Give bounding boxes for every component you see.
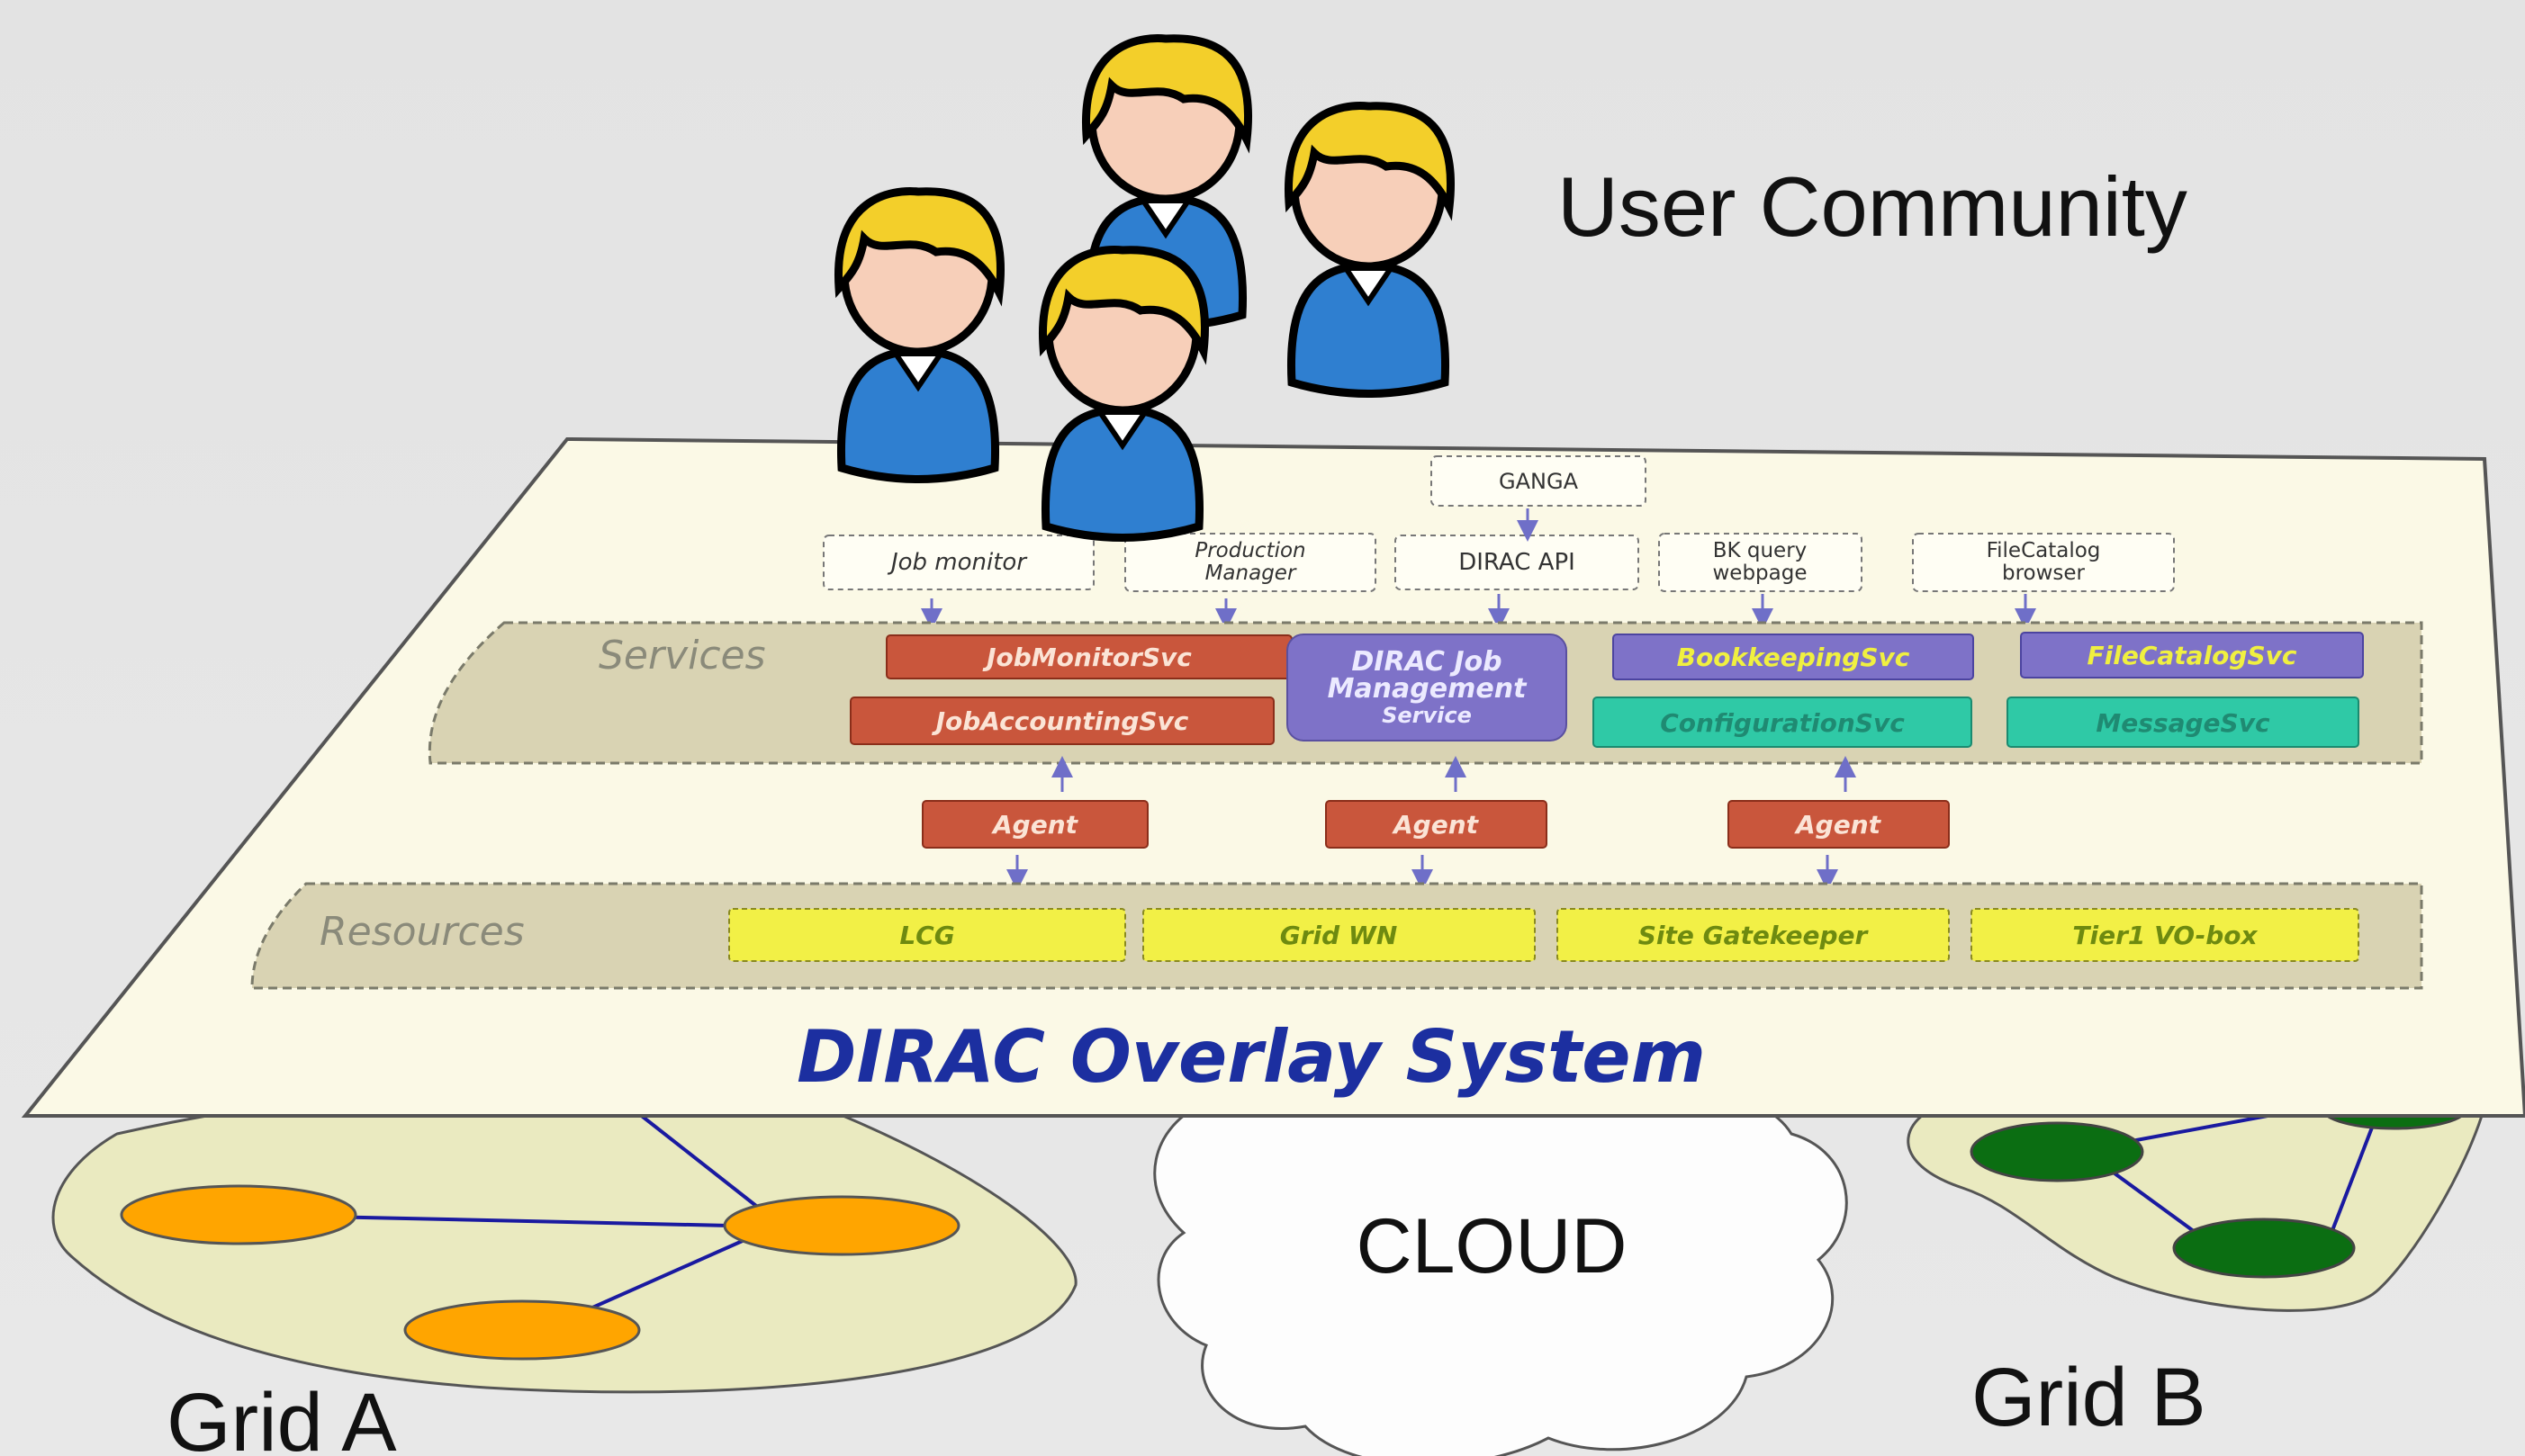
bk-query-box: BK query webpage (1658, 533, 1862, 592)
dirac-wms-label-2: Management (1328, 673, 1528, 705)
filecatalog-browser-label-1: FileCatalog (1987, 539, 2101, 562)
grid-a-network (51, 1083, 1078, 1394)
lcg-label: LCG (899, 921, 954, 950)
configuration-svc: ConfigurationSvc (1592, 697, 1972, 748)
agent-box-2: Agent (1325, 800, 1547, 849)
grid-a-edge (628, 1105, 758, 1208)
grid-wn-box: Grid WN (1142, 908, 1536, 962)
dirac-api-box: DIRAC API (1394, 535, 1639, 590)
filecatalog-svc-label: FileCatalogSvc (2088, 641, 2297, 670)
cloud-label: CLOUD (1356, 1203, 1627, 1290)
bk-query-label-1: BK query (1713, 539, 1808, 562)
site-gatekeeper-box: Site Gatekeeper (1556, 908, 1950, 962)
client-arrows (921, 508, 2036, 630)
services-label: Services (599, 633, 766, 679)
job-monitor-label: Job monitor (887, 549, 1028, 576)
grid-a-node (120, 1184, 357, 1245)
agent-box-1: Agent (922, 800, 1149, 849)
agent-arrows (1006, 756, 1856, 891)
job-monitor-svc: JobMonitorSvc (886, 634, 1293, 679)
grid-b-node (2172, 1218, 2356, 1279)
grid-wn-label: Grid WN (1280, 921, 1398, 950)
production-manager-label-1: Production (1195, 539, 1305, 562)
dirac-api-label: DIRAC API (1458, 549, 1575, 576)
overlay-title: DIRAC Overlay System (797, 1015, 1706, 1099)
bookkeeping-svc-label: BookkeepingSvc (1677, 643, 1910, 672)
resources-layer: Resources LCG Grid WN Site Gatekeeper Ti… (250, 882, 2423, 990)
job-accounting-svc: JobAccountingSvc (850, 697, 1275, 745)
user-community-label: User Community (1557, 159, 2187, 254)
agents-row: Agent Agent Agent (922, 800, 1950, 849)
configuration-svc-label: ConfigurationSvc (1660, 708, 1905, 738)
job-accounting-svc-label: JobAccountingSvc (932, 706, 1189, 736)
site-gatekeeper-label: Site Gatekeeper (1638, 921, 1870, 950)
production-manager-label-2: Manager (1205, 562, 1297, 585)
message-svc-label: MessageSvc (2096, 708, 2270, 738)
dirac-wms-label-3: Service (1382, 703, 1472, 728)
grid-b-edge (2330, 1115, 2378, 1234)
ganga-label: GANGA (1499, 469, 1579, 494)
clients-row: GANGA Job monitor Production Manager DIR… (823, 455, 2175, 592)
grid-b-network (1907, 1083, 2486, 1312)
job-monitor-box: Job monitor (823, 535, 1095, 590)
ganga-box: GANGA (1430, 455, 1646, 507)
agent-box-3: Agent (1727, 800, 1950, 849)
services-layer: Services JobMonitorSvc JobAccountingSvc … (428, 621, 2423, 765)
filecatalog-browser-label-2: browser (2002, 562, 2086, 585)
job-monitor-svc-label: JobMonitorSvc (982, 643, 1192, 672)
bk-query-label-2: webpage (1712, 562, 1807, 585)
agent-label-1: Agent (991, 810, 1079, 840)
message-svc: MessageSvc (2006, 697, 2359, 748)
grid-b-node (1970, 1121, 2144, 1182)
tier1-vobox-label: Tier1 VO-box (2072, 921, 2258, 950)
lcg-box: LCG (728, 908, 1126, 962)
agent-label-2: Agent (1392, 810, 1480, 840)
grid-a-node (403, 1299, 641, 1361)
production-manager-box: Production Manager (1124, 533, 1376, 592)
dirac-wms-label-1: DIRAC Job (1351, 646, 1501, 678)
dirac-wms: DIRAC Job Management Service (1286, 634, 1567, 741)
grid-b-label: Grid B (1971, 1352, 2206, 1443)
filecatalog-svc: FileCatalogSvc (2020, 632, 2364, 679)
bookkeeping-svc: BookkeepingSvc (1612, 634, 1974, 680)
tier1-vobox-box: Tier1 VO-box (1970, 908, 2359, 962)
agent-label-3: Agent (1794, 810, 1882, 840)
grid-a-node (723, 1195, 960, 1256)
filecatalog-browser-box: FileCatalog browser (1912, 533, 2175, 592)
resources-label: Resources (320, 909, 525, 955)
grid-a-label: Grid A (167, 1377, 397, 1456)
